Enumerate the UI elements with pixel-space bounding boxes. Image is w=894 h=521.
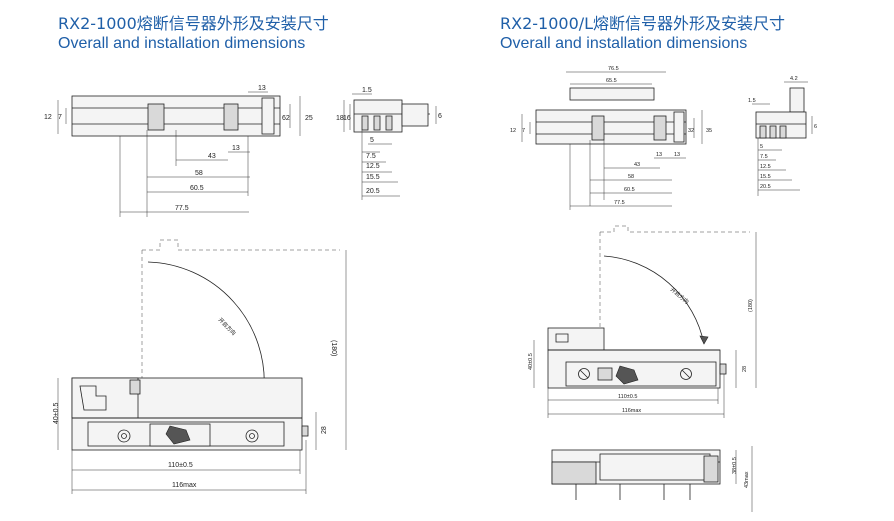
dim-label: 20.5 [760,184,771,190]
left-top-view: 12 7 13 62 25 43 13 58 60.5 77.5 [44,85,313,217]
right-subtitle: Overall and installation dimensions [500,35,748,52]
right-top-view: 76.5 65.5 12 7 32 35 13 13 43 58 60.5 77… [510,66,712,210]
dim-label: 40±0.5 [53,403,60,424]
dim-label: 43max [744,471,750,488]
dim-label: 65.5 [606,78,617,84]
dim-label: 7.5 [760,154,768,160]
dim-label: 62 [282,115,290,122]
dim-label: 1.5 [748,98,756,104]
left-title-block: RX2-1000熔断信号器外形及安装尺寸 Overall and install… [58,14,329,54]
dim-label: 25 [305,115,313,122]
dim-label: 18 [336,115,344,122]
dim-label: 15.5 [760,174,771,180]
dim-label: 16 [343,115,351,122]
dim-label: 60.5 [624,187,635,193]
dim-label: 12.5 [760,164,771,170]
dim-label: 13 [674,152,680,158]
dim-label: 13 [656,152,662,158]
dim-label: (180) [748,299,754,312]
left-side-view: 18 16 1.5 6 5 7.5 12.5 15.5 20.5 [336,87,442,200]
right-bottom-view: 38±0.5 43max [551,446,753,512]
dim-label: 5 [760,144,763,150]
dim-label: 38±0.5 [732,457,738,474]
dim-label: 7 [522,128,525,134]
dim-label: 32 [688,128,694,134]
dim-label: 13 [258,85,266,92]
dim-label: 43 [208,153,216,160]
dim-label: 28 [742,366,748,372]
right-title-block: RX2-1000/L熔断信号器外形及安装尺寸 Overall and insta… [500,14,785,54]
dim-label: 77.5 [614,200,625,206]
dim-label: 6 [814,124,817,130]
dim-label: 76.5 [608,66,619,72]
arc-label: 开启方向 [669,285,691,305]
dim-label: 43 [634,162,640,168]
dim-label: 12.5 [366,163,380,170]
right-title: RX2-1000/L熔断信号器外形及安装尺寸 [500,14,786,33]
dim-label: 58 [628,174,634,180]
dim-label: 5 [370,137,374,144]
right-front-view: 开启方向 40±0.5 28 (180) 110±0.5 116max [528,225,757,418]
dim-label: 58 [195,170,203,177]
dim-label: 7.5 [366,153,376,160]
right-side-view: 4.2 1.5 6 5 7.5 12.5 15.5 20.5 [748,76,817,196]
dim-label: 7 [58,114,62,121]
dim-label: (180) [330,340,337,356]
left-front-view: 开启方向 40±0.5 28 (180) 110±0.5 116max [53,239,347,494]
dim-label: 12 [44,114,52,121]
dim-label: 35 [706,128,712,134]
dim-label: 15.5 [366,174,380,181]
dim-label: 12 [510,128,516,134]
dim-label: 1.5 [362,87,372,94]
arc-label: 开启方向 [217,316,238,337]
dim-label: 40±0.5 [528,353,534,370]
dim-label: 116max [172,482,197,489]
dim-label: 110±0.5 [168,462,193,469]
dim-label: 28 [321,426,328,434]
dim-label: 60.5 [190,185,204,192]
dim-label: 13 [232,145,240,152]
dim-label: 116max [622,408,641,414]
left-subtitle: Overall and installation dimensions [58,35,306,52]
left-title: RX2-1000熔断信号器外形及安装尺寸 [58,14,329,33]
dim-label: 6 [438,113,442,120]
dim-label: 4.2 [790,76,798,82]
dim-label: 20.5 [366,188,380,195]
dim-label: 77.5 [175,205,189,212]
dim-label: 110±0.5 [618,394,637,400]
